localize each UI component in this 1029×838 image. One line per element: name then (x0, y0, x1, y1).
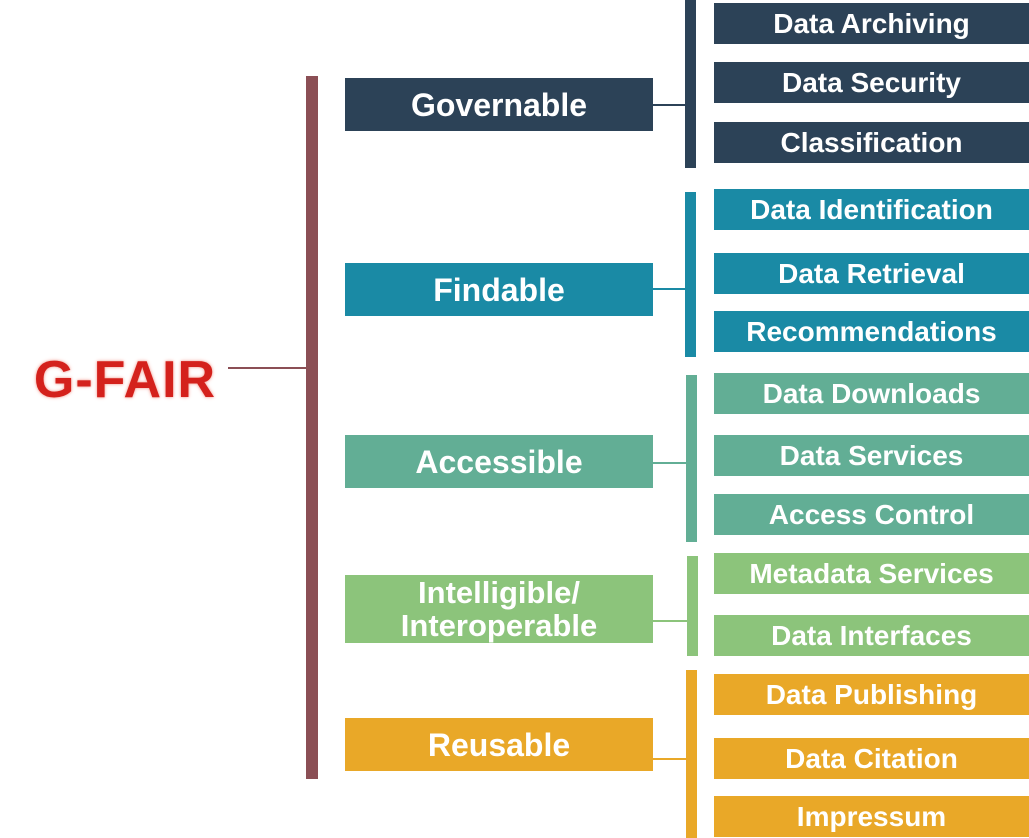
pillar-interoperable-line1: Intelligible/ (418, 575, 580, 610)
item-classification: Classification (714, 122, 1029, 163)
item-data-citation: Data Citation (714, 738, 1029, 779)
root-connector-line (228, 367, 308, 369)
item-recommendations: Recommendations (714, 311, 1029, 352)
item-data-retrieval: Data Retrieval (714, 253, 1029, 294)
group-bar-reusable (686, 670, 697, 838)
item-data-publishing: Data Publishing (714, 674, 1029, 715)
pillar-interoperable: Intelligible/ Interoperable (345, 575, 653, 643)
item-data-security: Data Security (714, 62, 1029, 103)
pillar-governable: Governable (345, 78, 653, 131)
pillar-reusable: Reusable (345, 718, 653, 771)
group-bar-findable (685, 192, 696, 357)
group-bar-interoperable (687, 556, 698, 656)
pillar-findable: Findable (345, 263, 653, 316)
item-data-interfaces: Data Interfaces (714, 615, 1029, 656)
pillar-interoperable-line2: Interoperable (400, 608, 598, 643)
item-data-services: Data Services (714, 435, 1029, 476)
item-impressum: Impressum (714, 796, 1029, 837)
item-data-archiving: Data Archiving (714, 3, 1029, 44)
diagram-title: G-FAIR (33, 351, 217, 409)
item-access-control: Access Control (714, 494, 1029, 535)
group-bar-accessible (686, 375, 697, 542)
item-data-identification: Data Identification (714, 189, 1029, 230)
root-bracket-bar (306, 76, 318, 779)
connector-accessible (652, 462, 688, 464)
group-bar-governable (685, 0, 696, 168)
connector-governable (652, 104, 688, 106)
item-data-downloads: Data Downloads (714, 373, 1029, 414)
connector-interoperable (652, 620, 688, 622)
item-metadata-services: Metadata Services (714, 553, 1029, 594)
pillar-accessible: Accessible (345, 435, 653, 488)
connector-findable (652, 288, 688, 290)
connector-reusable (652, 758, 688, 760)
